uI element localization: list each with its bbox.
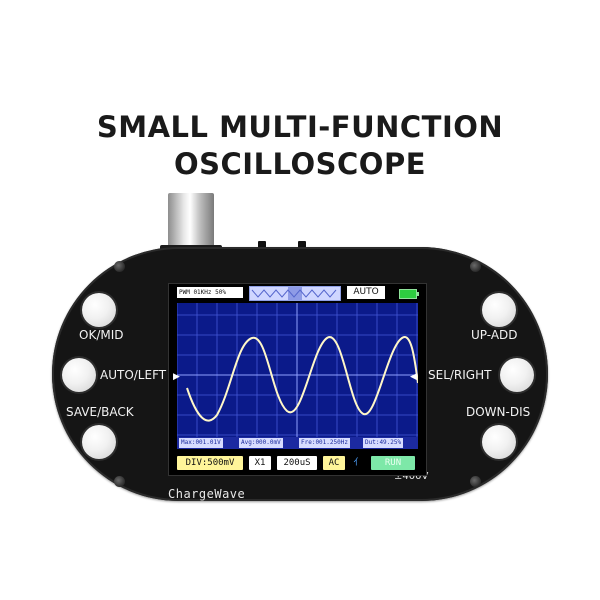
save-back-button[interactable]: [82, 425, 116, 459]
waveform-graph: [176, 303, 419, 446]
ok-mid-label: OK/MID: [79, 328, 124, 342]
screen-top-bar: PWM 01KHz 50% AUTO: [169, 284, 426, 302]
auto-mode-indicator: AUTO: [347, 286, 385, 299]
timebase-setting[interactable]: 200uS: [277, 456, 317, 470]
screw-icon: [470, 476, 481, 487]
measurement-row: Max:001.01V Avg:000.0mV Fre:001.250Hz Du…: [177, 437, 418, 449]
coupling-setting[interactable]: AC: [323, 456, 345, 470]
voltage-rating: ±400V: [394, 471, 429, 482]
duty-readout: Dut:49.25%: [363, 438, 404, 448]
up-add-button[interactable]: [482, 293, 516, 327]
wave-preview-icon: [251, 287, 337, 300]
run-state[interactable]: RUN: [371, 456, 415, 470]
probe-connector: [168, 193, 214, 249]
headline-line2: OSCILLOSCOPE: [173, 147, 427, 181]
max-readout: Max:001.01V: [179, 438, 223, 448]
power-switch[interactable]: [258, 241, 266, 251]
trigger-edge-icon[interactable]: ⺅: [353, 458, 363, 468]
auto-left-label: AUTO/LEFT: [100, 368, 167, 382]
save-back-label: SAVE/BACK: [66, 405, 134, 419]
screw-icon: [114, 261, 125, 272]
down-dis-button[interactable]: [482, 425, 516, 459]
brand-label: ChargeWave: [168, 487, 246, 501]
freq-readout: Fre:001.250Hz: [299, 438, 350, 448]
div-setting[interactable]: DIV:500mV: [177, 456, 243, 470]
probe-setting[interactable]: X1: [249, 456, 271, 470]
up-add-label: UP-ADD: [471, 328, 518, 342]
signal-trace: [186, 336, 419, 422]
waveform-plot: [176, 303, 419, 446]
avg-readout: Avg:000.0mV: [239, 438, 283, 448]
auto-left-button[interactable]: [62, 358, 96, 392]
top-port: [298, 241, 306, 251]
pwm-indicator: PWM 01KHz 50%: [177, 287, 243, 298]
right-trigger-marker-icon: ◀: [410, 371, 417, 381]
sel-right-button[interactable]: [500, 358, 534, 392]
sel-right-label: SEL/RIGHT: [428, 368, 492, 382]
screw-icon: [470, 261, 481, 272]
display-screen: PWM 01KHz 50% AUTO: [168, 283, 427, 476]
left-trigger-marker-icon: ▶: [173, 371, 180, 381]
down-dis-label: DOWN-DIS: [466, 405, 531, 419]
trigger-position-bar: [249, 286, 341, 301]
battery-full-icon: [399, 289, 419, 299]
settings-bar: DIV:500mV X1 200uS AC ⺅ RUN: [169, 452, 426, 475]
ok-mid-button[interactable]: [82, 293, 116, 327]
screw-icon: [114, 476, 125, 487]
headline-line1: SMALL MULTI-FUNCTION: [96, 110, 504, 144]
